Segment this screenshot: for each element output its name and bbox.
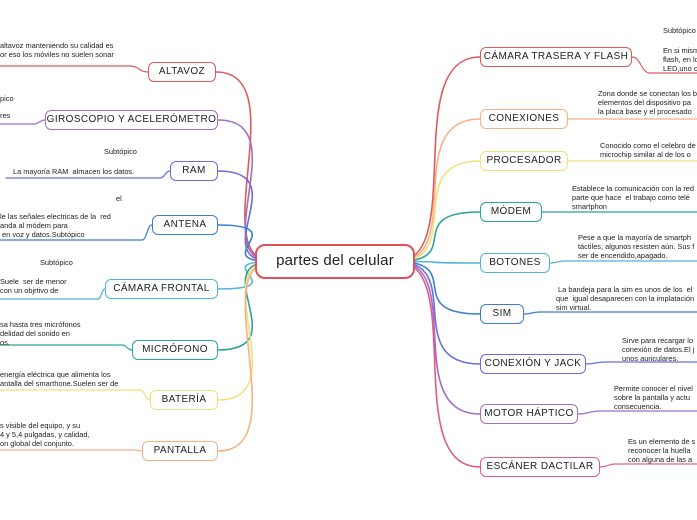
subtopic-camara-frontal-sub[interactable]: Subtópico [40,258,73,267]
topic-procesador[interactable]: PROCESADOR [480,151,568,171]
topic-camara-frontal[interactable]: CÁMARA FRONTAL [105,279,218,299]
central-topic[interactable]: partes del celular [255,244,415,279]
topic-escaner[interactable]: ESCÁNER DACTILAR [480,457,600,477]
subtopic-modem-text[interactable]: Establece la comunicación con la red par… [572,184,695,212]
subtopic-pantalla-text[interactable]: s visible del equipo, y su 4 y 5,4 pulga… [0,421,90,449]
topic-camara-trasera[interactable]: CÁMARA TRASERA Y FLASH [480,47,632,67]
subtopic-escaner-text[interactable]: Es un elemento de s reconocer la huella … [628,437,696,465]
connector-conexion-jack [396,260,481,365]
subtopic-connector-giroscopio-text [33,119,46,125]
subtopic-motor-haptico-text[interactable]: Permite conocer el nivel sobre la pantal… [614,384,693,412]
subtopic-connector-motor-haptico-text [577,410,601,415]
connector-camara-trasera [396,56,481,263]
topic-giroscopio[interactable]: GIROSCOPIO Y ACELERÓMETRO [45,110,218,130]
subtopic-connector-camara-trasera-text [631,56,651,74]
topic-modem[interactable]: MÓDEM [480,202,542,222]
topic-pantalla[interactable]: PANTALLA [142,441,218,461]
subtopic-ram-text[interactable]: La mayoría RAM almacen los datos. [13,167,135,176]
topic-sim[interactable]: SIM [480,304,524,324]
connector-conexiones [396,118,481,263]
subtopic-connector-altavoz-text [129,65,149,73]
topic-antena[interactable]: ANTENA [152,215,218,235]
subtopic-camara-frontal-text[interactable]: Suele ser de menor con un objrtivo de [0,277,67,296]
subtopic-microfono-text[interactable]: sa hasta tres micrófonos delidad del son… [0,320,81,348]
connector-altavoz [215,71,274,263]
topic-bateria[interactable]: BATERÍA [150,390,218,410]
subtopic-connector-botones-text [549,260,566,264]
connector-motor-haptico [396,260,481,415]
connector-procesador [396,160,481,263]
subtopic-antena-text[interactable]: le las señales electricas de la red anda… [0,212,111,240]
subtopic-camara-trasera-sub[interactable]: Subtópico [663,26,696,35]
connector-sim [396,260,481,315]
topic-altavoz[interactable]: ALTAVOZ [148,62,216,82]
subtopic-connector-microfono-text [121,344,133,351]
connector-escaner [396,260,481,468]
subtopic-conexiones-text[interactable]: Zona donde se conectan los b elementos d… [598,89,697,117]
subtopic-connector-antena-text [141,224,153,241]
subtopic-giroscopio-sub[interactable]: pico [0,94,14,103]
subtopic-sim-text[interactable]: La bandeja para la sim es unos de los el… [556,285,695,313]
subtopic-bateria-text[interactable]: energía eléctrica que alimenta los antal… [0,370,119,389]
subtopic-camara-trasera-text[interactable]: En si mism flash, en lo LED,uno o [663,46,697,74]
connector-giroscopio [217,119,274,263]
subtopic-connector-conexion-jack-text [585,361,606,365]
subtopic-procesador-text[interactable]: Conocido como el celebro de microchip si… [600,141,696,160]
topic-botones[interactable]: BOTONES [480,253,550,273]
connector-bateria [217,260,274,401]
topic-conexion-jack[interactable]: CONEXIÓN Y JACK [480,354,586,374]
topic-motor-haptico[interactable]: MOTOR HÁPTICO [480,404,578,424]
subtopic-connector-bateria-text [139,389,151,401]
subtopic-connector-ram-text [159,170,171,179]
subtopic-antena-sub[interactable]: el [116,194,122,203]
connector-microfono [217,260,274,351]
subtopic-connector-escaner-text [599,463,616,468]
topic-microfono[interactable]: MICRÓFONO [132,340,218,360]
subtopic-ram-sub[interactable]: Subtópico [104,147,137,156]
topic-conexiones[interactable]: CONEXIONES [480,109,568,129]
connector-pantalla [217,260,274,452]
connector-antena [217,224,274,263]
topic-ram[interactable]: RAM [170,161,218,181]
subtopic-connector-sim-text [523,311,541,315]
subtopic-connector-camara-frontal-text [97,288,106,300]
subtopic-botones-text[interactable]: Pese a que la mayoría de smartph táctile… [578,233,695,261]
subtopic-giroscopio-text[interactable]: res [0,111,11,120]
connector-ram [217,170,274,263]
connector-modem [396,211,481,263]
subtopic-altavoz-text[interactable]: altavoz manteniendo su calidad es or eso… [0,41,114,60]
subtopic-conexion-jack-text[interactable]: Sirve para recargar lo conexión de datos… [622,336,695,364]
subtopic-connector-pantalla-text [133,449,143,452]
connector-botones [396,260,481,264]
